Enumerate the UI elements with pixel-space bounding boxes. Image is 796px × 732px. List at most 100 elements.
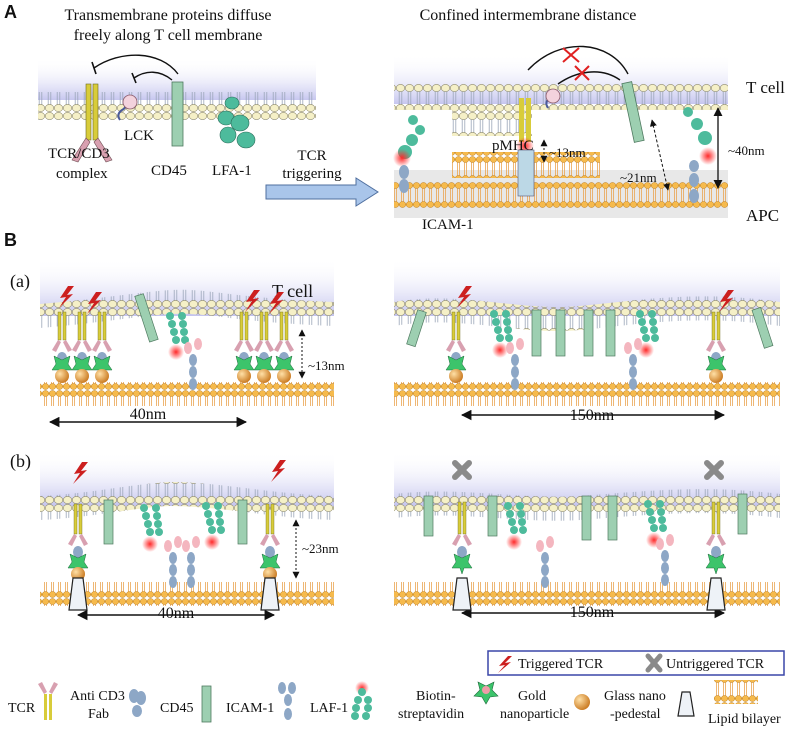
cd45-protein bbox=[103, 499, 114, 545]
lfa1-domain bbox=[208, 526, 216, 534]
panel-a-left-title-line2: freely along T cell membrane bbox=[74, 27, 263, 44]
lfa1-label: LFA-1 bbox=[212, 163, 252, 179]
lfa1-icam1-pair bbox=[393, 115, 425, 193]
tcr-chain bbox=[244, 311, 249, 341]
icam1-domain bbox=[511, 366, 519, 378]
tcr-chain bbox=[97, 311, 102, 341]
icam1-domain bbox=[192, 536, 200, 548]
inhibition-bar bbox=[131, 72, 137, 84]
tcr-chain bbox=[462, 501, 467, 535]
icam1-domain bbox=[187, 564, 195, 576]
lightning-icon bbox=[457, 286, 472, 308]
icam1-domain bbox=[541, 552, 549, 564]
tcr-arm bbox=[260, 534, 269, 546]
icam1-domain bbox=[511, 378, 519, 390]
tcr-chain bbox=[265, 503, 270, 535]
lfa1-domain bbox=[202, 502, 210, 510]
tcr-chain bbox=[270, 503, 275, 535]
cd45-protein bbox=[237, 499, 248, 545]
icam1-domain bbox=[661, 562, 669, 574]
tcr-chain bbox=[259, 311, 264, 341]
spacing-150-label-a: 150nm bbox=[570, 407, 615, 424]
anti-cd3-fab bbox=[457, 546, 467, 558]
lfa1-domain bbox=[214, 502, 222, 510]
cd45-protein bbox=[406, 309, 427, 348]
lfa1-domain bbox=[140, 504, 148, 512]
icam1-domain bbox=[194, 338, 202, 350]
lfa1-domain bbox=[642, 334, 650, 342]
lfa1-domain bbox=[492, 318, 500, 326]
tcr-cd3-complex bbox=[71, 83, 113, 163]
tcr-icon bbox=[38, 682, 58, 720]
lightning-icon bbox=[719, 290, 734, 312]
tcr-arm bbox=[706, 340, 715, 352]
glass-nano-pedestal bbox=[68, 577, 88, 611]
tcr-chain bbox=[73, 503, 78, 535]
gold-nanoparticle bbox=[257, 369, 271, 383]
dist-23-label: ~23nm bbox=[302, 541, 339, 556]
lfa1-domain bbox=[518, 518, 526, 526]
lfa1-domain bbox=[658, 516, 666, 524]
icam1-domain bbox=[164, 540, 172, 552]
icam1-domain bbox=[506, 342, 514, 354]
tcr-chain bbox=[451, 311, 456, 341]
icam1-domain bbox=[516, 338, 524, 350]
icam1-domain bbox=[169, 564, 177, 576]
tcr-arm bbox=[285, 340, 294, 352]
legend-biotin-label-line1: Biotin- bbox=[416, 689, 456, 704]
cd45-label: CD45 bbox=[151, 163, 187, 179]
dist-13-label: ~13nm bbox=[549, 145, 586, 160]
lfa1-domain bbox=[142, 512, 150, 520]
trigger-legend-box bbox=[487, 650, 785, 676]
tcr-chain bbox=[716, 311, 721, 341]
icam1-domain bbox=[169, 576, 177, 588]
cd45-protein bbox=[171, 81, 184, 147]
blocked-inhibition-arc bbox=[527, 45, 629, 75]
lfa1-domain bbox=[144, 520, 152, 528]
icam1-domain bbox=[536, 540, 544, 552]
tcr-arm bbox=[254, 340, 263, 352]
row-b-left-scene bbox=[40, 452, 334, 606]
cd45-protein bbox=[581, 495, 592, 541]
lfa1-domain bbox=[494, 326, 502, 334]
cd45-protein bbox=[531, 309, 542, 357]
icam1-domain bbox=[661, 574, 669, 586]
cd45-protein bbox=[607, 495, 618, 541]
lfa1-binding-site bbox=[168, 344, 184, 360]
legend-glass-label-line1: Glass nano bbox=[604, 689, 666, 704]
streptavidin bbox=[705, 553, 727, 575]
lfa1-domain bbox=[490, 310, 498, 318]
tcr-arm bbox=[79, 534, 88, 546]
tcr-chain bbox=[264, 311, 269, 341]
icam1-domain bbox=[634, 338, 642, 350]
icam1-domain bbox=[189, 354, 197, 366]
tcr-arm bbox=[234, 340, 243, 352]
icam1-domain bbox=[624, 342, 632, 354]
legend-anti-cd3-label-line1: Anti CD3 bbox=[70, 689, 125, 704]
lfa1-domain bbox=[656, 500, 664, 508]
lfa1-domain bbox=[517, 510, 525, 518]
tcr-chain bbox=[279, 311, 284, 341]
lfa1-domain bbox=[216, 518, 224, 526]
tcr-arm bbox=[717, 534, 726, 546]
lightning-icon bbox=[269, 292, 284, 314]
row-b-label: (b) bbox=[10, 451, 31, 472]
dist-13-label-b: ~13nm bbox=[308, 358, 345, 373]
icam1-domain bbox=[174, 536, 182, 548]
lfa1-domain bbox=[503, 318, 511, 326]
icam1-icon bbox=[278, 682, 296, 720]
lfa1-domain bbox=[180, 328, 188, 336]
legend-gold-label-line2: nanoparticle bbox=[500, 707, 569, 722]
lfa1-domain bbox=[152, 504, 160, 512]
lfa1-domain bbox=[170, 328, 178, 336]
tcr-arm bbox=[274, 340, 283, 352]
lfa1-binding-site bbox=[506, 534, 522, 550]
cd45-protein bbox=[134, 293, 159, 343]
tcr-arm bbox=[446, 340, 455, 352]
tcr-chain bbox=[102, 311, 107, 341]
tcr-arm bbox=[463, 534, 472, 546]
inhibition-bar bbox=[91, 61, 97, 75]
legend-tcr-label: TCR bbox=[8, 701, 36, 716]
tcr-chain bbox=[284, 311, 289, 341]
cd45-protein bbox=[621, 81, 645, 143]
